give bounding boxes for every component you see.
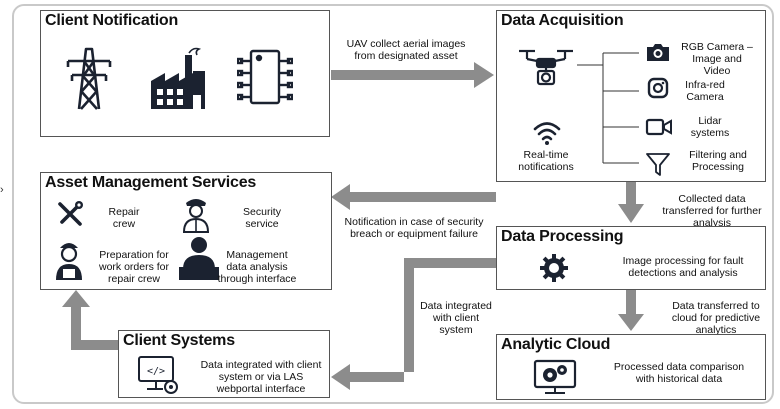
processing-label: Image processing for fault detections an…	[622, 255, 744, 279]
service-label-work-orders: Preparation for work orders for repair c…	[98, 249, 170, 285]
arrow-client-to-asset	[62, 290, 118, 350]
box-title: Data Processing	[501, 228, 624, 245]
arrow-notification	[331, 184, 496, 210]
analytic-cloud-label: Processed data comparison with historica…	[613, 361, 745, 385]
lidar-video-icon	[645, 118, 672, 136]
camera-icon	[647, 44, 669, 61]
wrench-screwdriver-icon	[58, 201, 83, 226]
data-acquisition-box: Data Acquisition Real-time notifications	[496, 10, 766, 182]
chip-icon	[237, 49, 293, 105]
wifi-icon	[533, 122, 561, 145]
service-label-security: Security service	[243, 206, 281, 230]
gear-icon	[540, 254, 568, 282]
analytic-cloud-box: Analytic Cloud Processed data comparison…	[496, 334, 766, 400]
box-title: Client Notification	[45, 12, 179, 29]
arrow-to-cloud	[618, 290, 644, 331]
funnel-icon	[646, 153, 670, 176]
arrow-uav-collect	[331, 62, 494, 88]
sensor-label-rgb: RGB Camera – Image and Video	[681, 41, 753, 77]
security-guard-icon	[182, 199, 210, 233]
svg-text:</>: </>	[147, 366, 165, 377]
flow-label-to-cloud: Data transferred to cloud for predictive…	[671, 300, 761, 336]
chevron-right-icon: ›	[0, 184, 4, 196]
infrared-camera-icon	[647, 77, 669, 99]
asset-management-box: Asset Management Services Repair crew Se…	[40, 172, 332, 290]
data-processing-box: Data Processing Image processing for fau…	[496, 226, 766, 290]
client-systems-box: Client Systems </> Data integrated with …	[118, 330, 330, 398]
sensor-label-filtering: Filtering and Processing	[689, 149, 747, 173]
outer-frame	[12, 4, 774, 404]
box-title: Client Systems	[123, 332, 235, 349]
cloud-gears-icon	[533, 359, 577, 394]
flow-label-collected: Collected data transferred for further a…	[662, 193, 762, 229]
service-label-management: Management data analysis through interfa…	[217, 249, 297, 285]
realtime-label: Real-time notifications	[518, 149, 574, 173]
factory-icon	[151, 47, 205, 109]
sensor-label-lidar: Lidar systems	[690, 115, 730, 139]
box-title: Data Acquisition	[501, 12, 624, 29]
arrow-collected-transfer	[618, 182, 644, 223]
code-monitor-icon: </>	[138, 356, 178, 394]
arrow-integrated	[331, 258, 496, 390]
sensor-label-infrared: Infra-red Camera	[685, 79, 725, 103]
flow-label-notification: Notification in case of security breach …	[344, 216, 484, 240]
power-tower-icon	[66, 47, 112, 110]
sensor-connector	[577, 52, 639, 164]
box-title: Analytic Cloud	[501, 336, 611, 353]
box-title: Asset Management Services	[45, 174, 257, 191]
flow-label-uav-collect: UAV collect aerial images from designate…	[346, 38, 466, 62]
client-notification-box: Client Notification	[40, 10, 330, 137]
client-systems-label: Data integrated with client system or vi…	[200, 359, 322, 395]
drone-icon	[519, 49, 573, 86]
worker-icon	[56, 243, 82, 280]
manager-laptop-icon	[179, 237, 219, 280]
flow-label-integrated: Data integrated with client system	[420, 300, 492, 336]
service-label-repair: Repair crew	[108, 206, 140, 230]
